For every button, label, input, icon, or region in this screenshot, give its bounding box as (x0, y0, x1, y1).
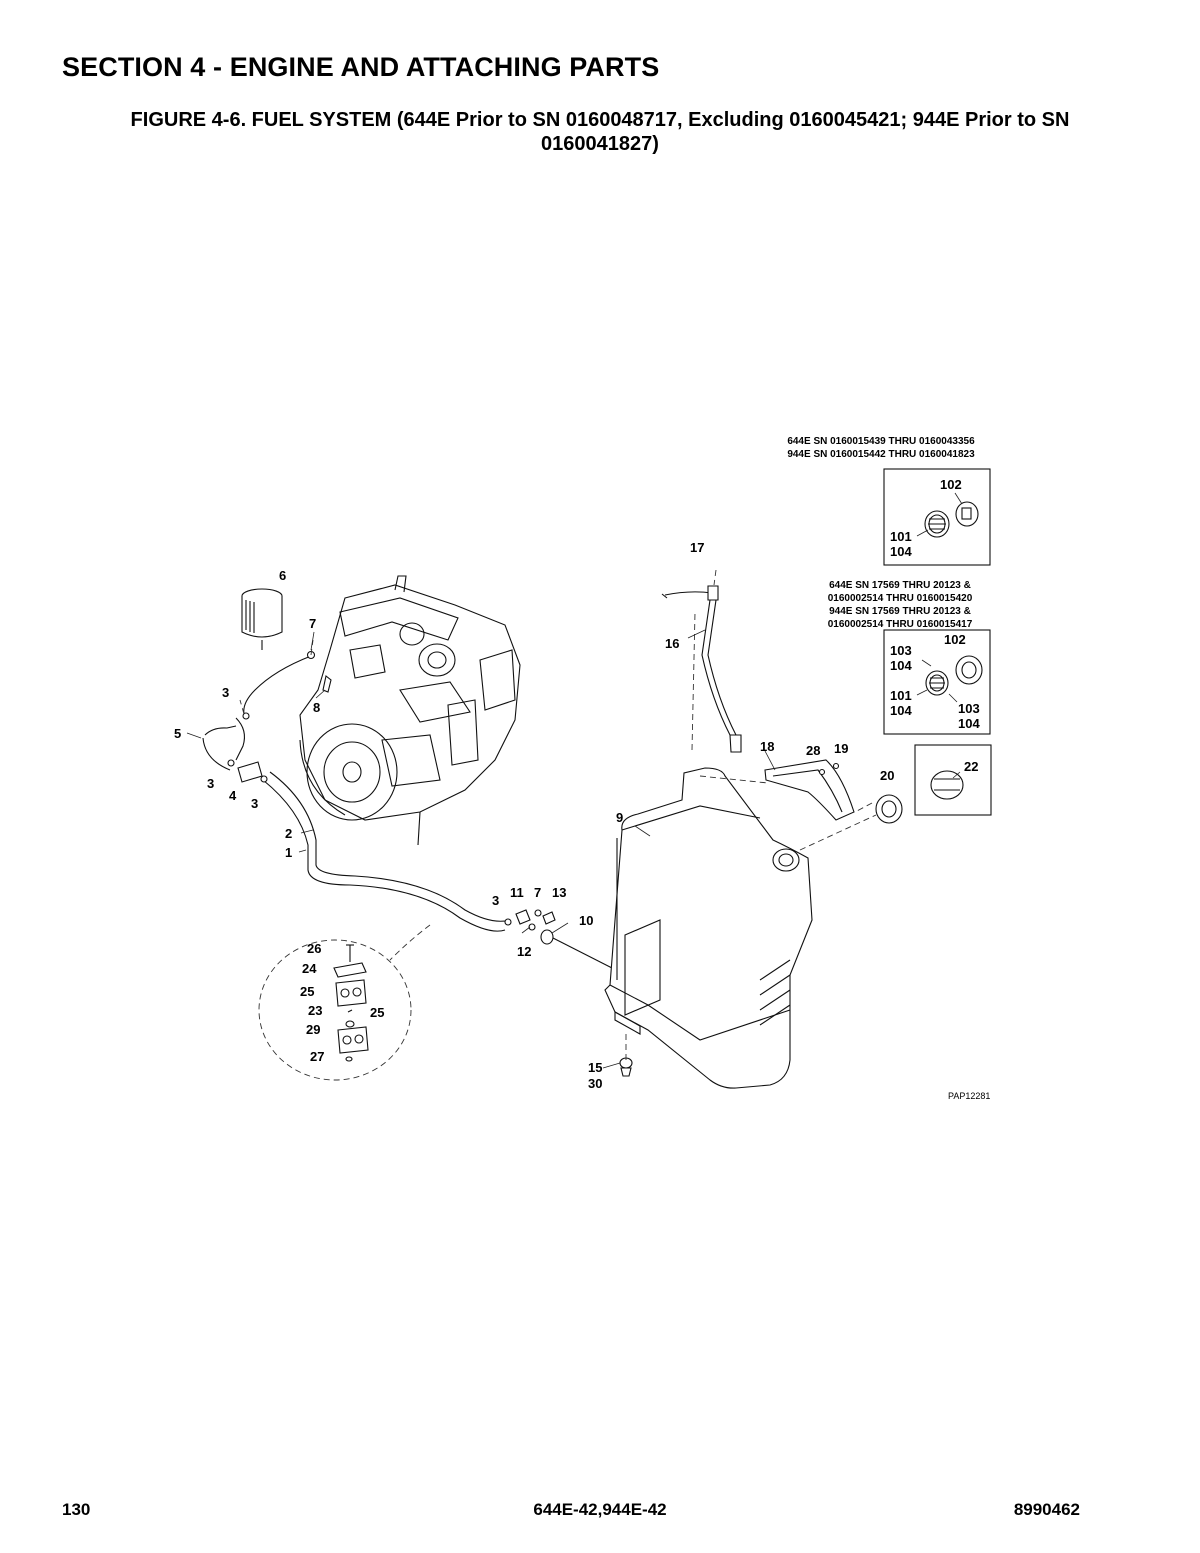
inset-note-1-line-1: 644E SN 0160015439 THRU 0160043356 (787, 436, 975, 447)
fuel-cap-part (955, 501, 979, 527)
callout-104-middle-b: 104 (890, 703, 912, 718)
image-code: PAP12281 (948, 1091, 990, 1101)
callout-30: 30 (588, 1076, 602, 1091)
inset-note-1-line-2: 944E SN 0160015442 THRU 0160041823 (787, 449, 975, 460)
shield-hardware (818, 762, 840, 776)
callout-23: 23 (308, 1003, 322, 1018)
leader-lines (186, 629, 776, 1069)
callout-102-upper: 102 (940, 477, 962, 492)
inset-note-2-line-4: 0160002514 THRU 0160015417 (828, 619, 973, 630)
fuel-lines (202, 655, 511, 932)
strainer-part (925, 670, 949, 696)
callout-25-right: 25 (370, 1005, 384, 1020)
callout-3-right: 3 (251, 796, 258, 811)
callout-101-upper: 101 (890, 529, 912, 544)
figure-title: FIGURE 4-6. FUEL SYSTEM (644E Prior to S… (60, 108, 1140, 156)
callout-labels: 6 7 3 8 5 3 4 3 2 1 9 3 11 7 13 10 12 15… (174, 477, 980, 1091)
inset-frame-3 (914, 744, 992, 816)
callout-3-lower: 3 (492, 893, 499, 908)
callout-2: 2 (285, 826, 292, 841)
callout-27: 27 (310, 1049, 324, 1064)
callout-6: 6 (279, 568, 286, 583)
document-number: 8990462 (1013, 1500, 1080, 1519)
callout-16: 16 (665, 636, 679, 651)
callout-102-middle: 102 (944, 632, 966, 647)
drain-plug (619, 1057, 633, 1077)
filler-neck-part (924, 510, 950, 538)
callout-15: 15 (588, 1060, 602, 1075)
callout-8: 8 (313, 700, 320, 715)
fuel-tank (604, 767, 813, 1089)
inset-box-middle: 644E SN 17569 THRU 20123 & 0160002514 TH… (828, 580, 991, 735)
callout-103-middle-b: 103 (958, 701, 980, 716)
callout-28: 28 (806, 743, 820, 758)
callout-25-left: 25 (300, 984, 314, 999)
callout-7-upper: 7 (309, 616, 316, 631)
callout-11: 11 (510, 885, 524, 900)
inline-fittings (227, 650, 556, 945)
fuel-filter (241, 588, 283, 650)
callout-12: 12 (517, 944, 531, 959)
pickup-tube (552, 937, 613, 969)
callout-5: 5 (174, 726, 181, 741)
callout-18: 18 (760, 739, 774, 754)
callout-7-lower: 7 (534, 885, 541, 900)
callout-3-left: 3 (207, 776, 214, 791)
model-number: 644E-42,944E-42 (533, 1500, 667, 1519)
callout-104-middle-a: 104 (890, 658, 912, 673)
section-title: SECTION 4 - ENGINE AND ATTACHING PARTS (62, 52, 660, 82)
engine-assembly (299, 575, 521, 846)
inset-frame-1 (883, 468, 991, 566)
callout-26: 26 (307, 941, 321, 956)
callout-10: 10 (579, 913, 593, 928)
callout-19: 19 (834, 741, 848, 756)
inset-box-upper: 644E SN 0160015439 THRU 0160043356 944E … (787, 436, 991, 566)
fuel-sending-unit (661, 585, 742, 753)
callout-1: 1 (285, 845, 292, 860)
callout-103-middle-a: 103 (890, 643, 912, 658)
inset-frame-2 (883, 629, 991, 735)
callout-9: 9 (616, 810, 623, 825)
callout-29: 29 (306, 1022, 320, 1037)
callout-104-upper: 104 (890, 544, 912, 559)
callout-4: 4 (229, 788, 237, 803)
inset-box-lower (914, 744, 992, 816)
heat-shield (764, 759, 855, 821)
inset-note-2-line-3: 944E SN 17569 THRU 20123 & (829, 606, 971, 617)
callout-20: 20 (880, 768, 894, 783)
vented-cap-part (955, 655, 983, 685)
callout-104-middle-c: 104 (958, 716, 980, 731)
callout-3-upper: 3 (222, 685, 229, 700)
callout-22: 22 (964, 759, 978, 774)
alternate-cap-part (930, 770, 964, 800)
inset-note-2-line-1: 644E SN 17569 THRU 20123 & (829, 580, 971, 591)
tank-fuel-cap (875, 794, 903, 824)
clamp-detail (258, 939, 412, 1081)
callout-101-middle: 101 (890, 688, 912, 703)
callout-24: 24 (302, 961, 317, 976)
inset-note-2-line-2: 0160002514 THRU 0160015420 (828, 593, 973, 604)
figure-title-line-1: FIGURE 4-6. FUEL SYSTEM (644E Prior to S… (130, 109, 1070, 131)
page-number: 130 (62, 1500, 91, 1519)
callout-13: 13 (552, 885, 566, 900)
callout-17: 17 (690, 540, 704, 555)
figure-title-line-2: 0160041827) (541, 133, 659, 155)
